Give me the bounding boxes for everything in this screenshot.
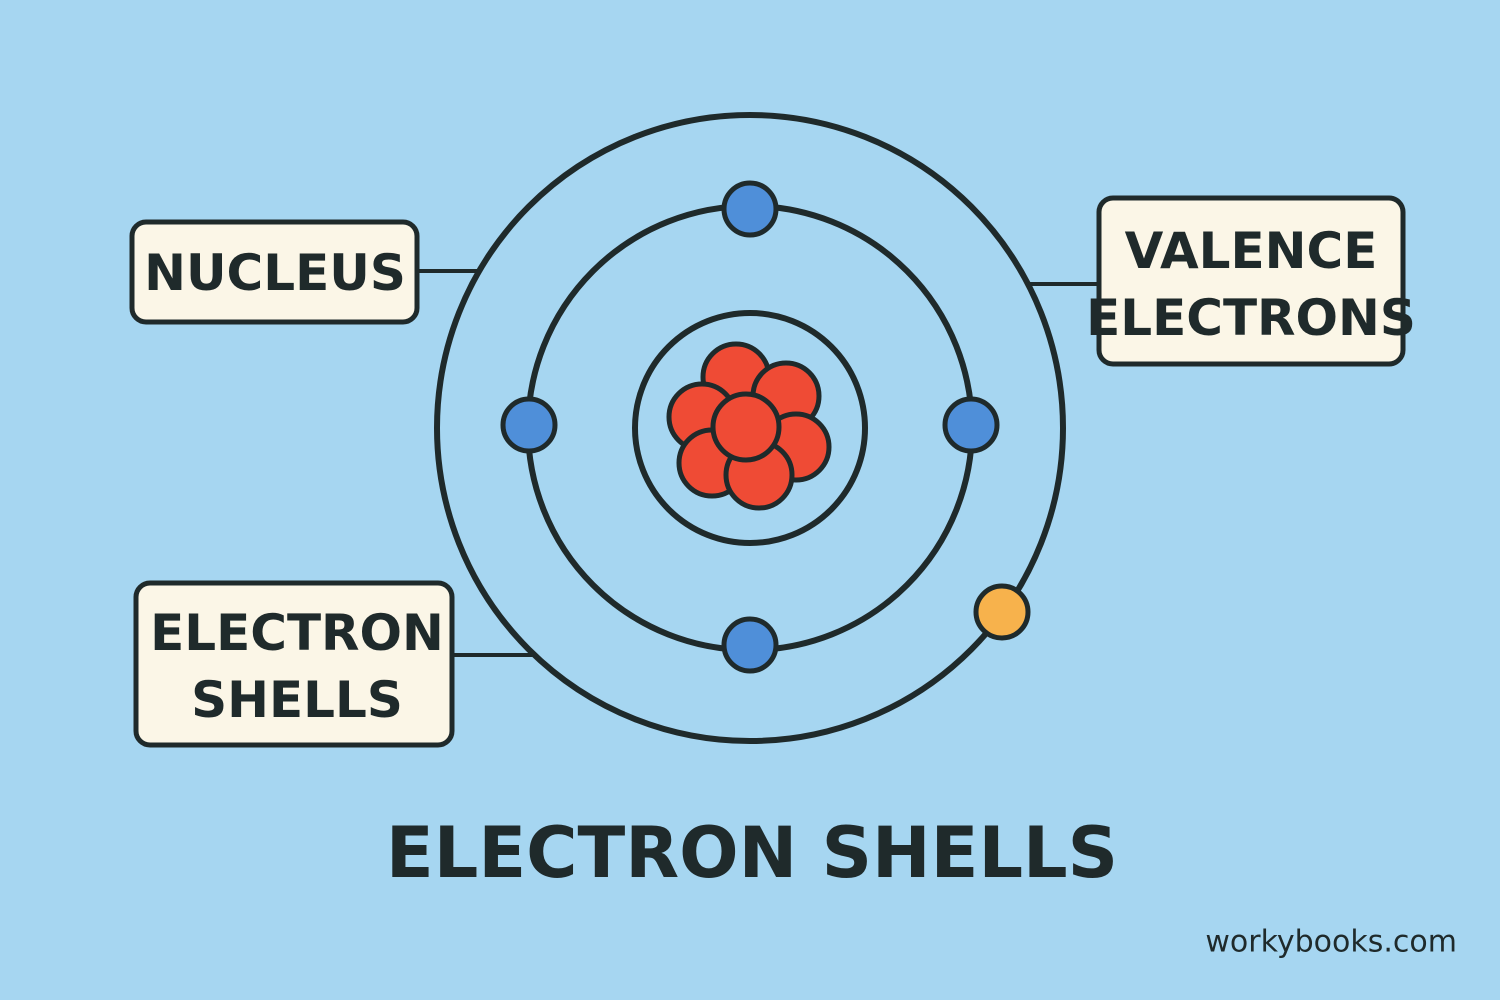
valence-label-line1: VALENCE [1125, 222, 1378, 280]
valence-label-box [1096, 195, 1406, 367]
nucleus-label-text: NUCLEUS [144, 244, 406, 302]
electron-shells-label: ELECTRON SHELLS [133, 580, 455, 748]
electron [942, 396, 1000, 454]
shell-inner [632, 310, 868, 546]
atom [434, 112, 1066, 744]
nucleus [666, 341, 832, 511]
nucleus-label-box [129, 219, 420, 325]
valence-electrons-label: VALENCE ELECTRONS [1086, 195, 1416, 367]
credit-text: workybooks.com [1205, 925, 1457, 960]
diagram-title: ELECTRON SHELLS [386, 812, 1118, 894]
nucleus-label: NUCLEUS [129, 219, 420, 325]
electron [721, 616, 779, 674]
electron [721, 180, 779, 238]
electron [500, 396, 558, 454]
shells-label-box [133, 580, 455, 748]
valence-electron [973, 583, 1031, 641]
shell-outer [434, 112, 1066, 744]
valence-label-line2: ELECTRONS [1086, 289, 1416, 347]
shells-label-line1: ELECTRON [150, 604, 444, 662]
proton [710, 391, 782, 463]
shells-label-line2: SHELLS [191, 671, 403, 729]
